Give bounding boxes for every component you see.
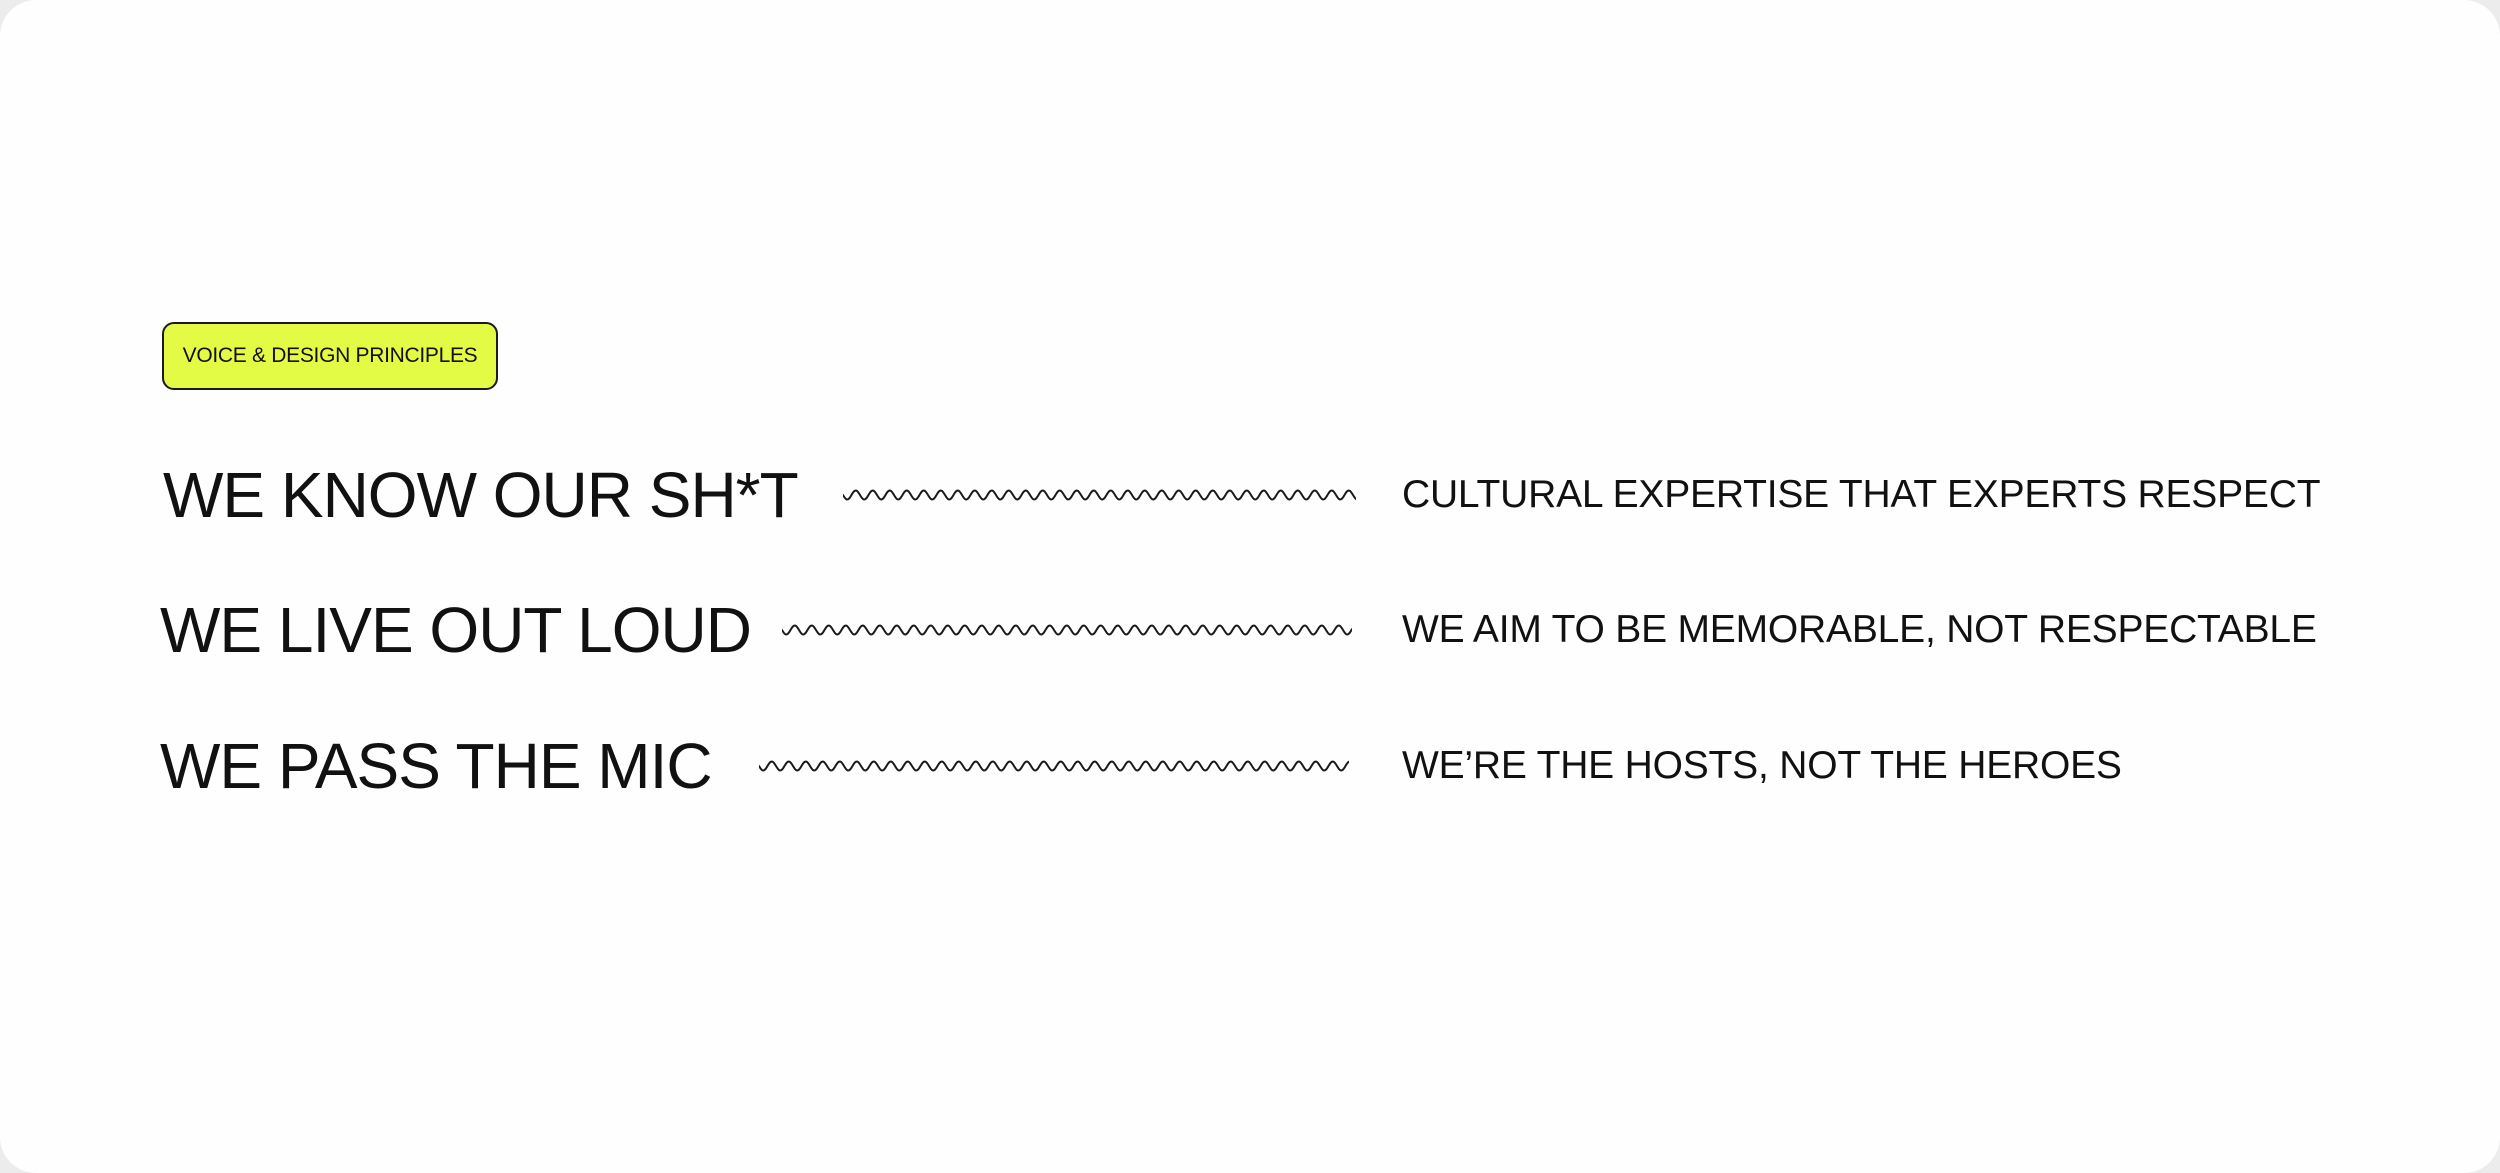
section-badge-label: VOICE & DESIGN PRINCIPLES	[182, 344, 478, 367]
squiggle-line-icon	[759, 760, 1349, 772]
principle-description: CULTURAL EXPERTISE THAT EXPERTS RESPECT	[1402, 473, 2321, 516]
squiggle-line-icon	[782, 624, 1352, 636]
principle-title: WE PASS THE MIC	[160, 730, 713, 802]
section-badge: VOICE & DESIGN PRINCIPLES	[162, 322, 498, 390]
principle-description: WE’RE THE HOSTS, NOT THE HEROES	[1402, 744, 2122, 787]
squiggle-path	[782, 624, 1352, 636]
principle-description: WE AIM TO BE MEMORABLE, NOT RESPECTABLE	[1402, 608, 2317, 651]
principle-row: WE PASS THE MIC WE’RE THE HOSTS, NOT THE…	[0, 711, 2500, 821]
squiggle-path	[843, 489, 1356, 501]
principle-title: WE KNOW OUR SH*T	[163, 459, 799, 531]
principle-title: WE LIVE OUT LOUD	[160, 594, 752, 666]
principle-row: WE KNOW OUR SH*T CULTURAL EXPERTISE THAT…	[0, 440, 2500, 550]
squiggle-path	[759, 760, 1349, 772]
principle-row: WE LIVE OUT LOUD WE AIM TO BE MEMORABLE,…	[0, 575, 2500, 685]
squiggle-line-icon	[843, 489, 1356, 501]
